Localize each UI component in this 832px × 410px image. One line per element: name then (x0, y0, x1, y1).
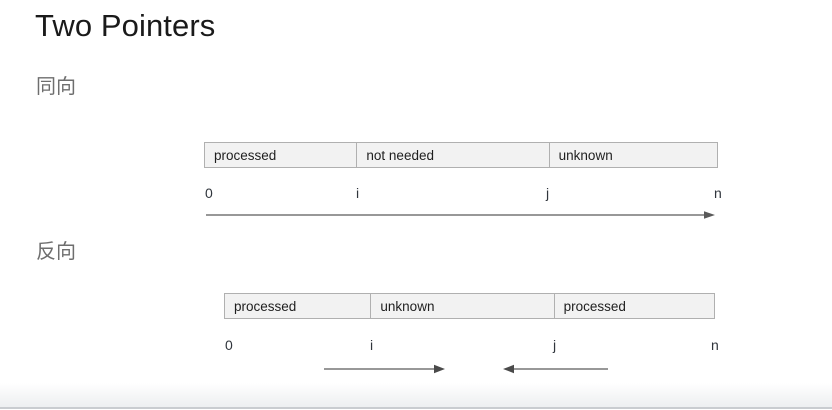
segment-bar-opposite-direction: processed unknown processed (224, 293, 715, 319)
segment-cell-not-needed: not needed (357, 143, 550, 167)
section-heading-opposite-direction: 反向 (36, 241, 76, 263)
forward-sweep-arrow-icon (206, 209, 716, 221)
right-pointer-arrow-icon (503, 363, 608, 375)
tick-label-j: j (553, 337, 557, 353)
segment-cell-unknown: unknown (549, 143, 717, 167)
tick-label-j: j (546, 185, 550, 201)
tick-label-n: n (714, 185, 722, 201)
bottom-gradient-strip (0, 383, 832, 409)
bottom-divider-rule (0, 407, 832, 409)
segment-cell-processed-left: processed (225, 294, 372, 318)
page-title: Two Pointers (35, 8, 216, 43)
segment-cell-processed-right: processed (554, 294, 714, 318)
tick-label-start: 0 (225, 337, 233, 353)
tick-label-n: n (711, 337, 719, 353)
section-heading-same-direction: 同向 (36, 76, 76, 98)
segment-bar-same-direction: processed not needed unknown (204, 142, 718, 168)
left-pointer-arrow-icon (324, 363, 446, 375)
segment-cell-processed: processed (205, 143, 358, 167)
tick-label-i: i (356, 185, 360, 201)
tick-label-start: 0 (205, 185, 213, 201)
tick-label-i: i (370, 337, 374, 353)
segment-cell-unknown: unknown (371, 294, 555, 318)
